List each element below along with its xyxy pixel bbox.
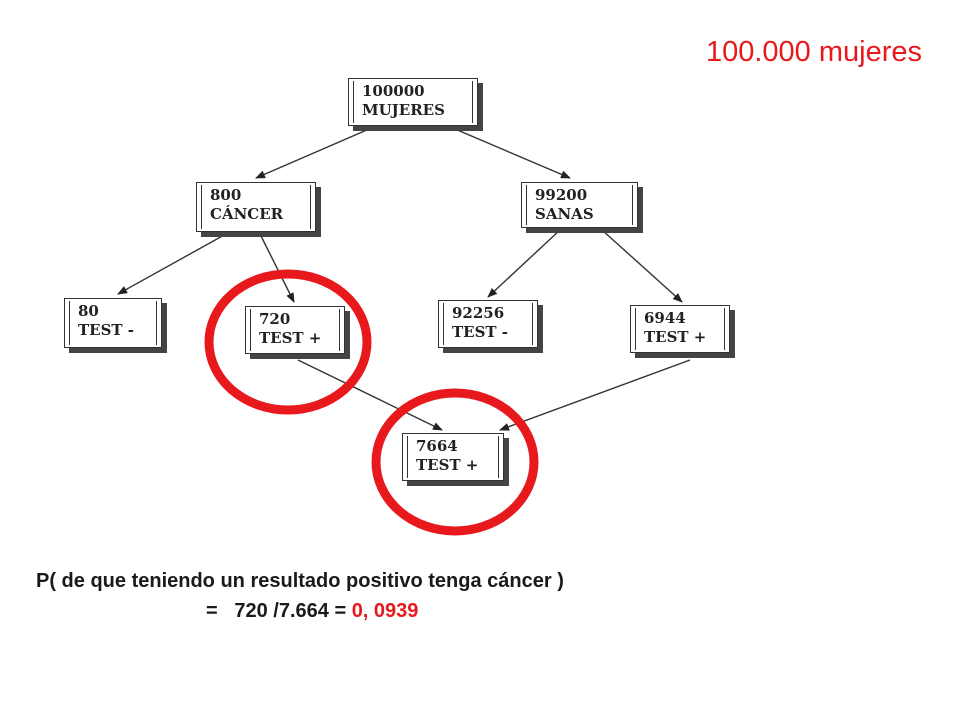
formula-result: 0, 0939 [351,600,419,622]
node-label: TEST - [78,321,135,339]
node-label: TEST - [452,323,509,341]
node-value: 6944 [644,309,686,327]
edge-root-healthy [447,125,571,179]
node-label: CÁNCER [210,205,284,223]
edge-healthy-pos [601,229,683,303]
edge-root-cancer [255,125,377,179]
node-value: 800 [210,186,242,204]
edge-cancerpos-total [297,359,443,431]
node-value: 720 [259,310,291,328]
edge-healthypos-total [499,359,691,431]
node-label: TEST + [259,329,322,347]
node-label: MUJERES [362,101,445,119]
node-label: TEST + [416,456,479,474]
formula-line-1: P( de que teniendo un resultado positivo… [36,570,564,592]
edge-healthy-neg [487,229,561,298]
node-label: TEST + [644,328,707,346]
formula-line-2: = 720 /7.664 = 0, 0939 [36,596,564,626]
highlight-circle-720 [204,269,372,415]
slide-title: 100.000 mujeres [705,36,922,68]
highlight-circle-7664 [371,388,539,536]
edge-cancer-pos [259,233,295,303]
probability-formula: P( de que teniendo un resultado positivo… [36,566,564,626]
node-label: SANAS [535,205,594,223]
node-value: 7664 [416,437,458,455]
node-value: 99200 [535,186,588,204]
formula-calculation: = 720 /7.664 = [206,600,352,622]
node-value: 100000 [362,82,425,100]
edge-cancer-neg [117,233,227,295]
node-value: 80 [78,302,99,320]
node-value: 92256 [452,304,505,322]
